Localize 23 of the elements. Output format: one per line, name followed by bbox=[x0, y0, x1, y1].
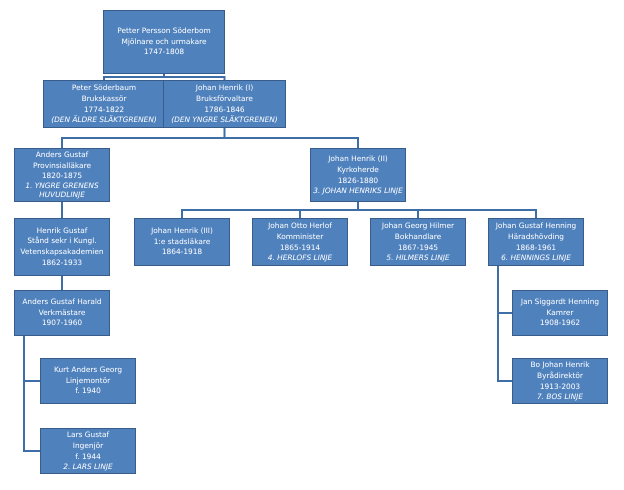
connector-line bbox=[61, 276, 63, 290]
person-box bbox=[40, 428, 136, 474]
connector-line bbox=[23, 336, 40, 452]
person-box bbox=[310, 148, 406, 202]
person-box bbox=[14, 218, 110, 276]
person-box bbox=[14, 290, 110, 336]
person-box bbox=[40, 358, 136, 404]
person-box bbox=[512, 290, 608, 336]
person-box bbox=[163, 80, 286, 128]
person-box bbox=[14, 148, 110, 202]
person-box bbox=[370, 218, 466, 266]
person-box bbox=[252, 218, 348, 266]
person-box bbox=[488, 218, 584, 266]
connector-line bbox=[224, 128, 359, 148]
connector-line bbox=[497, 266, 512, 382]
person-box bbox=[512, 358, 608, 404]
connector-line bbox=[163, 74, 226, 80]
person-box bbox=[103, 10, 225, 74]
connector-line bbox=[61, 202, 63, 218]
person-box bbox=[134, 218, 230, 266]
connector-line bbox=[357, 202, 537, 218]
person-box bbox=[43, 80, 165, 128]
connector-line bbox=[103, 74, 165, 80]
